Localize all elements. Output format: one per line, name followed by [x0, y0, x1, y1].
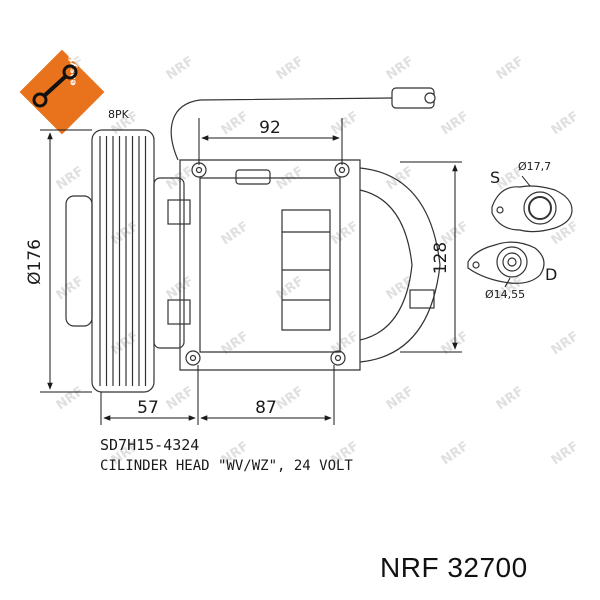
watermark-text: NRF: [54, 274, 87, 303]
watermark-text: NRF: [439, 439, 472, 468]
discharge-label: D: [545, 265, 557, 284]
description-caption: CILINDER HEAD "WV/WZ", 24 VOLT: [100, 458, 353, 474]
logo-diamond: [19, 49, 105, 135]
discharge-size-label: Ø14,55: [485, 288, 525, 301]
wrench-icon: [32, 64, 78, 108]
part-number: NRF 32700: [380, 552, 528, 583]
watermark-text: NRF: [329, 219, 362, 248]
suction-size-leader: [521, 175, 531, 187]
watermark-text: NRF: [109, 219, 142, 248]
watermark-text: NRF: [164, 384, 197, 413]
watermark-text: NRF: [54, 384, 87, 413]
watermark-text: NRF: [384, 54, 417, 83]
suction-fitting: [491, 185, 573, 233]
watermark-text: NRF: [329, 109, 362, 138]
watermark-text: NRF: [329, 329, 362, 358]
belt-label: 8PK: [108, 108, 130, 121]
dimension-bottom: [100, 365, 335, 425]
dimension-height: [400, 161, 462, 353]
watermark-text: NRF: [274, 274, 307, 303]
dimension-body-length-label: 87: [255, 398, 277, 418]
dimension-left-offset-label: 57: [137, 398, 159, 418]
watermark-text: NRF: [219, 219, 252, 248]
model-caption: SD7H15-4324: [100, 436, 199, 454]
easyfit-logo: easyfit: [19, 49, 105, 135]
watermark-text: NRF: [384, 384, 417, 413]
watermark-text: NRF: [384, 164, 417, 193]
discharge-size-leader: [504, 277, 511, 288]
watermark-text: NRF: [54, 164, 87, 193]
electrical-connector: [170, 87, 436, 161]
watermark-text: NRF: [384, 274, 417, 303]
watermark-text: NRF: [439, 109, 472, 138]
watermark-text: NRF: [219, 109, 252, 138]
watermark-text: NRF: [549, 109, 582, 138]
watermark-text: NRF: [274, 384, 307, 413]
discharge-fitting: [467, 241, 545, 284]
watermark-text: NRF: [274, 54, 307, 83]
watermark-text: NRF: [549, 439, 582, 468]
suction-label: S: [490, 168, 500, 187]
watermark-text: NRF: [219, 329, 252, 358]
watermark-text: NRF: [494, 54, 527, 83]
dimension-top-width-label: 92: [259, 118, 281, 138]
watermark-text: NRF: [549, 329, 582, 358]
compressor-body: [167, 159, 441, 371]
watermark-text: NRF: [109, 329, 142, 358]
suction-size-label: Ø17,7: [518, 160, 551, 173]
dimension-diameter: [40, 129, 92, 393]
watermark-text: NRF: [164, 54, 197, 83]
dimension-top-width: [198, 118, 343, 165]
pulley: [65, 129, 185, 393]
dimension-height-label: 128: [431, 242, 451, 274]
watermark-text: NRF: [494, 384, 527, 413]
dimension-diameter-label: Ø176: [25, 239, 45, 285]
